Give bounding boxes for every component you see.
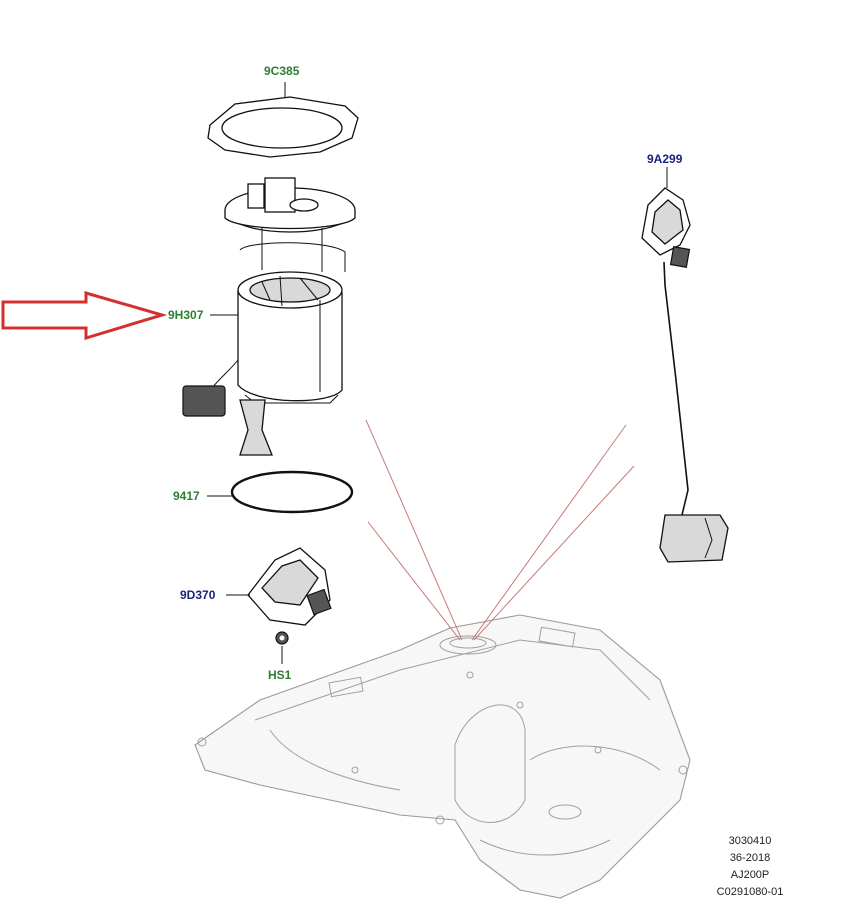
reference-code: 36-2018 (730, 852, 770, 864)
fuel-pump-module (182, 177, 356, 456)
reference-code-block: 3030410 36-2018 AJ200P C0291080-01 (717, 835, 784, 898)
label-lock-ring: 9C385 (264, 64, 300, 78)
label-fuel-level-sender: 9A299 (647, 152, 683, 166)
reference-code: AJ200P (731, 869, 770, 881)
label-control-module: 9D370 (180, 588, 216, 602)
lock-ring (207, 82, 359, 158)
screw (275, 631, 289, 664)
fuel-level-sender (641, 167, 729, 563)
assembly-rays (365, 419, 635, 641)
label-seal: 9417 (173, 489, 200, 503)
control-module (226, 547, 332, 626)
label-fuel-pump-module: 9H307 (168, 308, 204, 322)
reference-code: 3030410 (729, 835, 772, 847)
reference-code: C0291080-01 (717, 886, 784, 898)
seal-ring (207, 470, 354, 514)
red-outline-arrow-right-icon (1, 291, 168, 341)
label-screw: HS1 (268, 668, 292, 682)
fuel-tank (194, 614, 691, 899)
